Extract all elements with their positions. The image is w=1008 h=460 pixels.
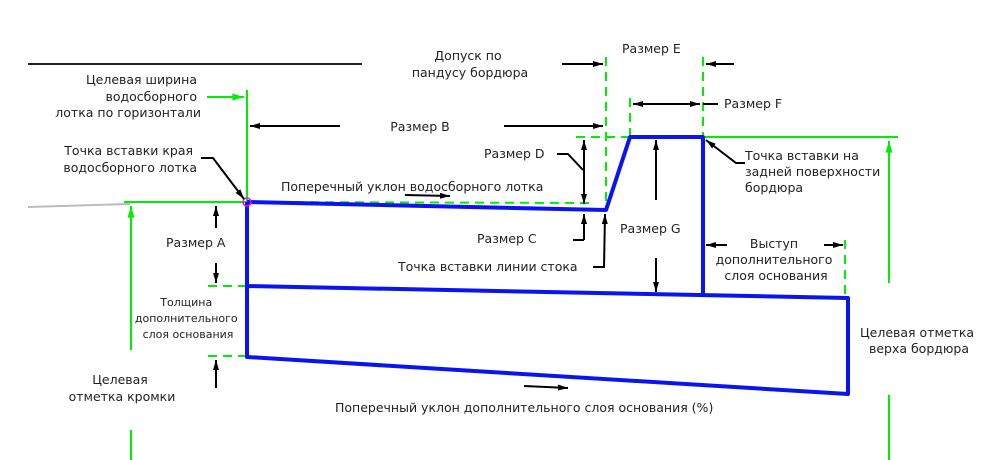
- label-dimension-b: Размер B: [390, 119, 449, 134]
- gutter-curb-profile: [246, 135, 705, 296]
- dimension-arrows: [201, 61, 843, 391]
- label-dimension-a: Размер A: [166, 235, 226, 250]
- subbase-outline: [245, 202, 850, 396]
- label-subbase-cross-slope: Поперечный уклон дополнительного слоя ос…: [335, 400, 713, 415]
- label-gutter-edge-insertion: Точка вставки края водосборного лотка: [63, 143, 197, 175]
- label-subbase-extension: Выступ дополнительного слоя основания: [716, 236, 837, 283]
- label-back-of-curb-insertion: Точка вставки на задней поверхности борд…: [744, 148, 884, 195]
- label-dimension-f: Размер F: [724, 96, 782, 111]
- curb-gutter-structure: [245, 135, 850, 396]
- label-flowline-insertion: Точка вставки линии стока: [397, 259, 578, 274]
- label-dimension-g: Размер G: [620, 221, 681, 236]
- label-subbase-thickness: Толщина дополнительного слоя основания: [135, 296, 241, 341]
- label-curb-ramp-tolerance: Допуск по пандусу бордюра: [412, 48, 528, 80]
- construction-lines: [124, 90, 898, 460]
- label-dimension-d: Размер D: [484, 146, 545, 161]
- label-curb-top-elevation: Целевая отметка верха бордюра: [860, 325, 978, 356]
- label-edge-elevation: Целевая отметка кромки: [69, 372, 176, 404]
- label-dimension-e: Размер E: [622, 41, 681, 56]
- label-gutter-width: Целевая ширина водосборного лотка по гор…: [55, 72, 201, 120]
- label-gutter-cross-slope: Поперечный уклон водосборного лотка: [281, 179, 543, 194]
- label-dimension-c: Размер C: [477, 231, 537, 246]
- gutter-edge-insertion-marker: [242, 197, 252, 207]
- existing-ground-line: [27, 203, 131, 208]
